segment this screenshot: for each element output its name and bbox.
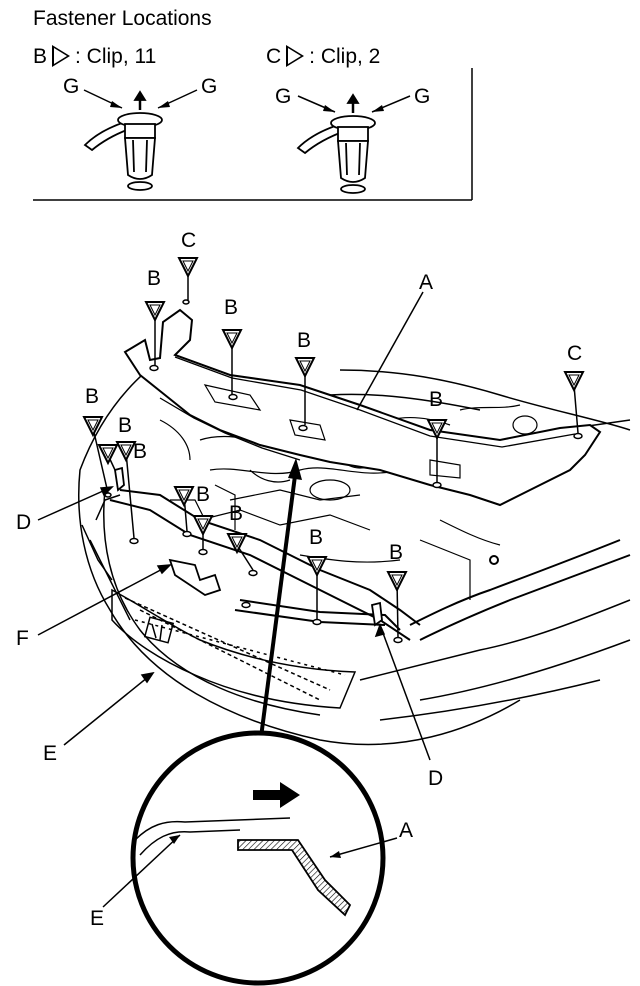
callout-d: D xyxy=(16,511,32,534)
callout-leaders xyxy=(37,291,431,761)
clip-marker-icon xyxy=(286,45,305,67)
clip-markers xyxy=(83,257,584,638)
legend-text-b: : Clip, 11 xyxy=(75,44,157,68)
callout-c: C xyxy=(181,229,197,252)
clip-marker-icon xyxy=(52,45,71,67)
callout-a: A xyxy=(419,271,434,294)
callout-c: C xyxy=(567,342,583,365)
callout-a: A xyxy=(399,819,414,842)
callout-b: B xyxy=(118,414,133,437)
callout-f: F xyxy=(16,627,29,650)
legend-item-c: C : Clip, 2 xyxy=(266,45,380,67)
clip-detail-right xyxy=(296,93,411,194)
callout-d: D xyxy=(428,767,444,790)
callout-b: B xyxy=(133,440,148,463)
detail-view xyxy=(102,458,398,986)
bumper-side xyxy=(81,494,121,581)
front-grille xyxy=(111,588,357,709)
clip-detail-left xyxy=(83,89,198,191)
callout-b: B xyxy=(224,296,239,319)
bracket-d xyxy=(113,466,383,627)
callout-e: E xyxy=(90,907,105,930)
bracket-f xyxy=(168,558,222,596)
callout-b: B xyxy=(297,329,312,352)
callout-b: B xyxy=(229,502,244,525)
legend-item-b: B : Clip, 11 xyxy=(33,45,156,67)
vehicle-front-body xyxy=(78,359,631,746)
label-g: G xyxy=(414,85,431,108)
legend-letter-b: B xyxy=(33,44,48,68)
upper-cover-a xyxy=(123,308,602,507)
legend-text-c: : Clip, 2 xyxy=(309,44,381,68)
label-g: G xyxy=(63,75,80,98)
callout-e: E xyxy=(43,742,58,765)
callout-b: B xyxy=(389,541,404,564)
label-g: G xyxy=(201,75,218,98)
callout-b: B xyxy=(429,388,444,411)
callout-b: B xyxy=(196,483,211,506)
label-g: G xyxy=(275,85,292,108)
callout-b: B xyxy=(309,526,324,549)
callout-b: B xyxy=(85,385,100,408)
page-title: Fastener Locations xyxy=(33,7,212,30)
legend-letter-c: C xyxy=(266,44,282,68)
legend-frame xyxy=(33,68,473,201)
callout-b: B xyxy=(147,267,162,290)
